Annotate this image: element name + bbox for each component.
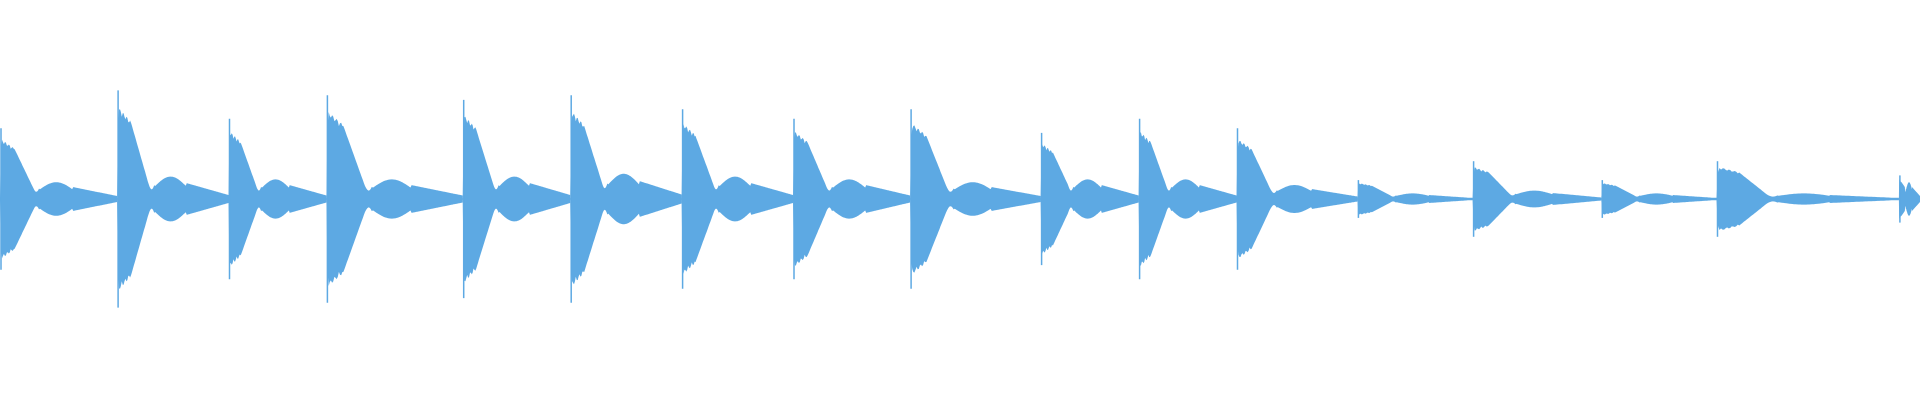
waveform-segment-5: [462, 116, 571, 282]
waveform-segment-10: [1040, 144, 1139, 254]
waveform-segment-9: [910, 125, 1041, 273]
waveform-segments: [0, 90, 1920, 308]
waveform-segment-17: [1898, 179, 1920, 219]
waveform-segment-7: [681, 124, 793, 274]
waveform-segment-4: [326, 112, 463, 286]
waveform-segment-3: [228, 133, 327, 265]
waveform-segment-16: [1716, 168, 1899, 230]
waveform-segment-6: [570, 113, 682, 285]
waveform-segment-11: [1138, 132, 1237, 266]
waveform-segment-13: [1357, 183, 1473, 215]
waveform-segment-12: [1236, 141, 1358, 257]
waveform-segment-8: [793, 132, 911, 266]
waveform-segment-2: [117, 108, 229, 290]
waveform-segment-15: [1601, 183, 1717, 215]
waveform-segment-1: [0, 139, 118, 259]
waveform-segment-14: [1472, 167, 1602, 231]
